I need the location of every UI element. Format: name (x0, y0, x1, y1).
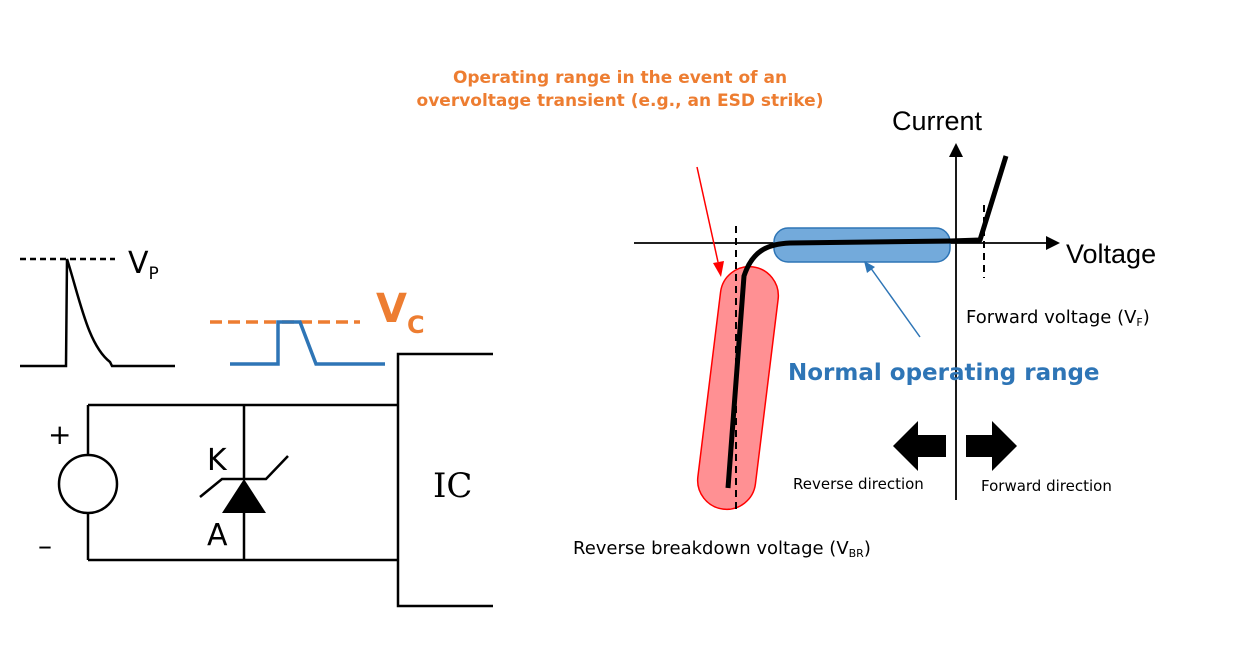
voltage-source: + – (38, 418, 119, 562)
overvoltage-note-line2: overvoltage transient (e.g., an ESD stri… (417, 91, 824, 111)
vc-label: VC (376, 286, 425, 339)
forward-voltage-label: Forward voltage (VF) (966, 307, 1150, 329)
cathode-label: K (207, 443, 228, 478)
reverse-direction-label: Reverse direction (793, 475, 924, 493)
vp-label: VP (128, 246, 159, 284)
vc-clamped-waveform: VC (210, 286, 425, 366)
ic-label: IC (433, 466, 472, 506)
breakdown-voltage-label: Reverse breakdown voltage (VBR) (573, 538, 871, 560)
forward-direction-label: Forward direction (981, 477, 1112, 495)
current-axis-label: Current (892, 106, 983, 136)
forward-direction-arrow-icon (966, 421, 1017, 471)
iv-characteristic-line (725, 155, 1009, 489)
minus-sign: – (38, 529, 52, 562)
iv-curve: Operating range in the event of an overv… (417, 68, 1157, 560)
tvs-diode-icon: K A (199, 443, 289, 553)
current-axis-arrow-icon (949, 143, 963, 157)
anode-label: A (207, 518, 228, 553)
diode-triangle (222, 479, 266, 513)
vc-clamped-line (230, 320, 385, 366)
plus-sign: + (48, 418, 71, 451)
reverse-direction-arrow-icon (893, 421, 946, 471)
diode-zener-bar (199, 455, 289, 498)
vp-pulse-line (20, 258, 175, 368)
source-circle-icon (57, 453, 119, 515)
overvoltage-pointer (696, 166, 719, 263)
ic-outline (396, 352, 493, 608)
normal-range-pointer-arrowhead-icon (864, 261, 875, 273)
voltage-axis-arrow-icon (1046, 236, 1060, 250)
vp-pulse-waveform: VP (20, 246, 175, 368)
circuit-wires (86, 352, 493, 608)
voltage-axis-label: Voltage (1066, 239, 1156, 269)
normal-range-label: Normal operating range (788, 360, 1100, 386)
overvoltage-pointer-arrowhead-icon (713, 261, 724, 277)
normal-range-pointer (869, 266, 921, 338)
circuit: VP VC + – K A (20, 246, 493, 608)
overvoltage-note-line1: Operating range in the event of an (453, 68, 787, 88)
